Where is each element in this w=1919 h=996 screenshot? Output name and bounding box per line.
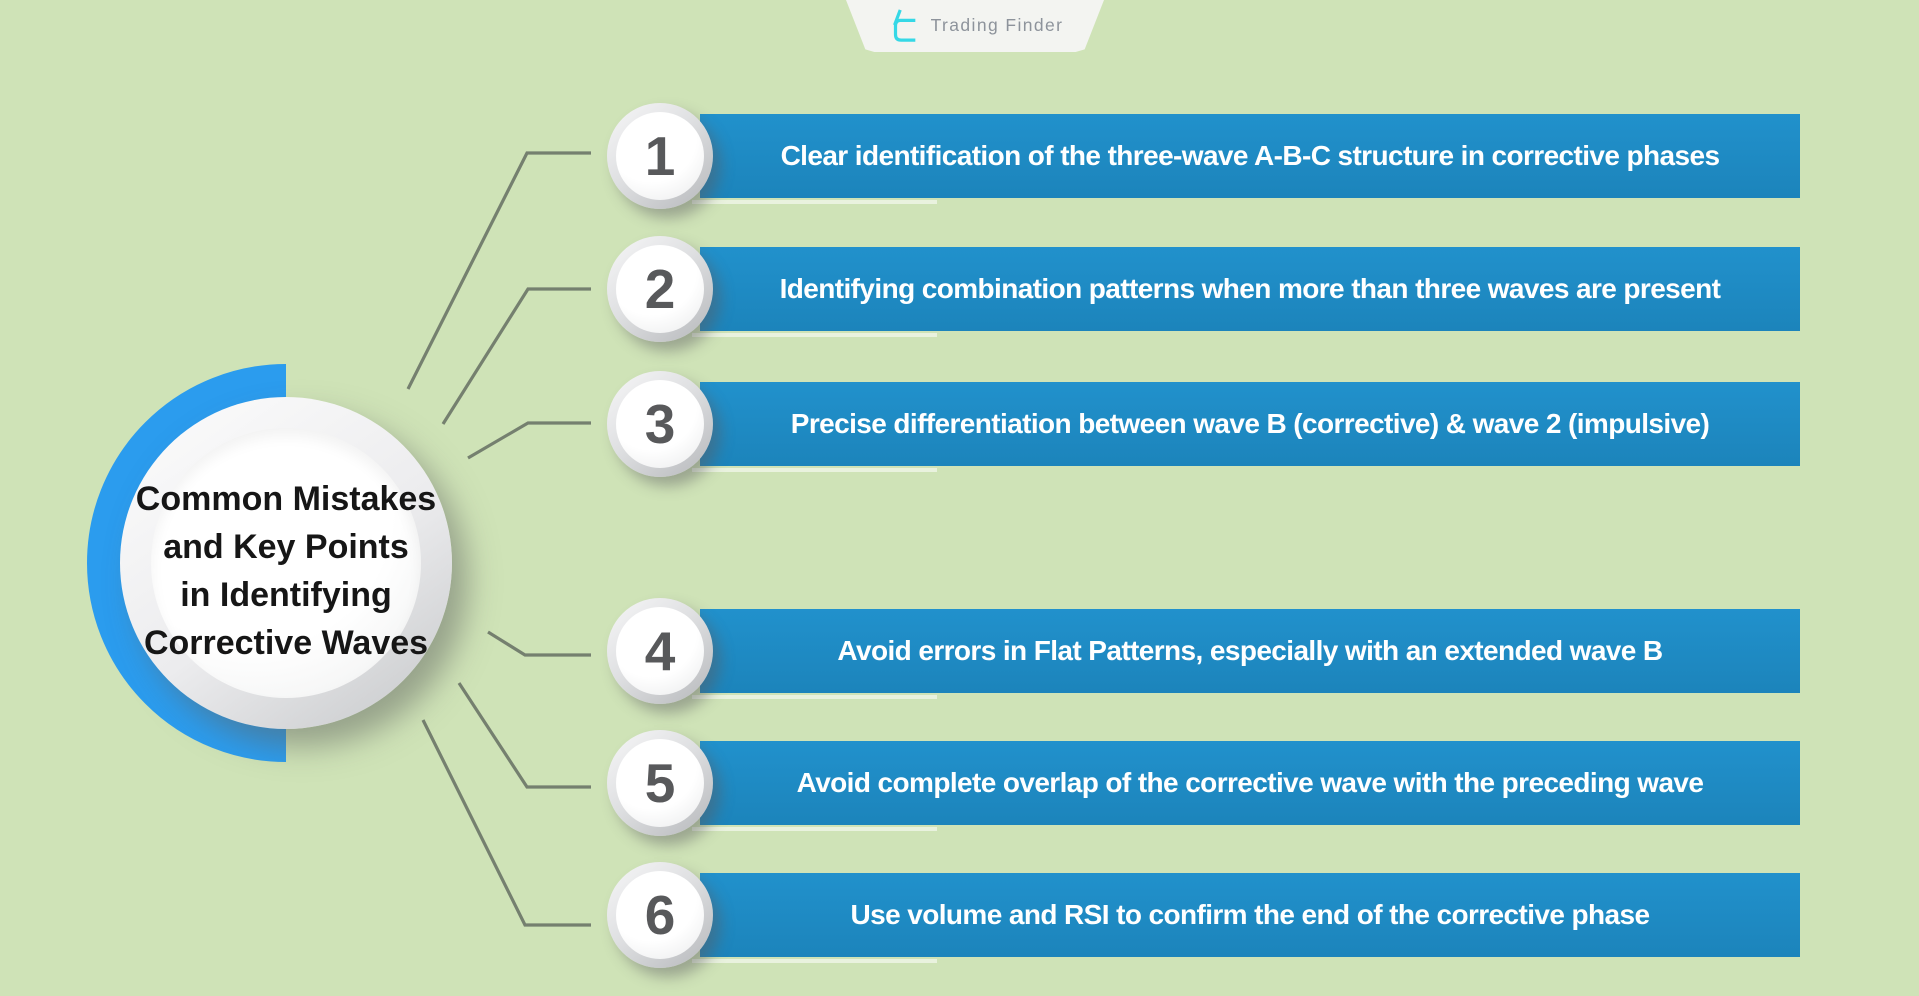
connector-line-2 [441,287,591,425]
item-number-circle-inner: 4 [616,607,704,695]
item-bar-4: Avoid errors in Flat Patterns, especiall… [692,609,1800,699]
title-line: and Key Points [163,528,409,566]
item-number-5: 5 [644,752,676,814]
item-number-circle-1: 1 [607,103,713,209]
connector-line-5 [457,682,591,789]
item-label-6: Use volume and RSI to confirm the end of… [850,899,1651,930]
title-line: Common Mistakes [135,480,437,518]
item-label-5: Avoid complete overlap of the corrective… [796,767,1704,798]
connector-line-6 [421,719,591,927]
item-number-circle-5: 5 [607,730,713,836]
item-number-4: 4 [644,620,676,682]
item-number-circle-inner: 6 [616,871,704,959]
tradingfinder-logo-icon [887,7,921,45]
item-bar-1: Clear identification of the three-wave A… [692,114,1800,204]
title-line: Corrective Waves [143,624,429,662]
center-title: Common Mistakes and Key Points in Identi… [136,475,436,667]
item-bar-2: Identifying combination patterns when mo… [692,247,1800,337]
item-number-circle-2: 2 [607,236,713,342]
connector-line-1 [406,151,591,390]
brand-name: Trading Finder [930,14,1064,35]
item-label-3: Precise differentiation between wave B (… [790,408,1710,439]
center-circle: Common Mistakes and Key Points in Identi… [120,397,452,729]
connector-line-3 [467,421,591,460]
item-number-circle-inner: 2 [616,245,704,333]
item-number-circle-6: 6 [607,862,713,968]
item-number-circle-inner: 1 [616,112,704,200]
item-label-1: Clear identification of the three-wave A… [780,140,1720,171]
item-number-circle-inner: 3 [616,380,704,468]
item-number-circle-4: 4 [607,598,713,704]
item-number-2: 2 [644,258,676,320]
item-number-6: 6 [644,884,676,946]
item-bar-6: Use volume and RSI to confirm the end of… [692,873,1800,963]
connector-line-4 [487,630,591,657]
item-label-4: Avoid errors in Flat Patterns, especiall… [837,635,1663,666]
item-bar-3: Precise differentiation between wave B (… [692,382,1800,472]
item-label-2: Identifying combination patterns when mo… [779,273,1721,304]
item-number-1: 1 [644,125,676,187]
item-number-circle-inner: 5 [616,739,704,827]
item-number-3: 3 [644,393,676,455]
item-number-circle-3: 3 [607,371,713,477]
item-bar-5: Avoid complete overlap of the corrective… [692,741,1800,831]
brand-badge: Trading Finder [846,0,1104,52]
center-circle-inner [151,428,421,698]
title-line: in Identifying [180,576,392,614]
